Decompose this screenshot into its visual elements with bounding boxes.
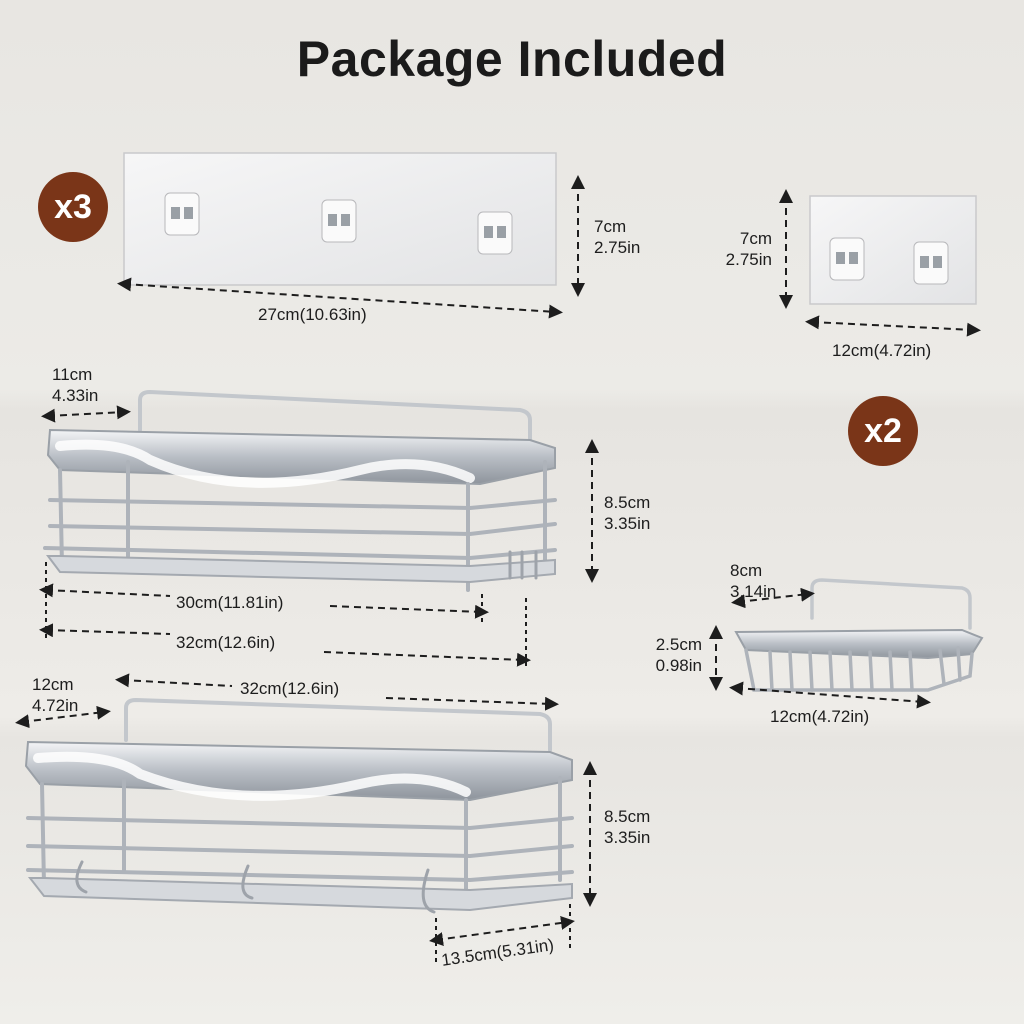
- quantity-badge-strips: x3: [38, 172, 108, 242]
- shower-caddy-basket-top: [43, 389, 557, 592]
- page-title: Package Included: [296, 31, 728, 87]
- hook-icon: [477, 211, 513, 255]
- quantity-badge-baskets: x2: [848, 396, 918, 466]
- basket2-width-label: 32cm(12.6in): [240, 679, 340, 698]
- adhesive-strip-long: [123, 152, 557, 286]
- soap-dish-depth-label: 8cm 3.14in: [730, 561, 777, 601]
- short-strip-height-label: 7cm 2.75in: [725, 229, 772, 269]
- soap-dish-width-label: 12cm(4.72in): [770, 707, 870, 726]
- basket2-height-label: 8.5cm 3.35in: [604, 807, 651, 847]
- basket2-depth-label: 12cm 4.72in: [32, 675, 79, 715]
- adhesive-strip-short: [809, 195, 977, 305]
- hook-icon: [321, 199, 357, 243]
- basket1-depth-label: 11cm 4.33in: [52, 365, 99, 405]
- hook-icon: [913, 241, 949, 285]
- basket1-inner-width-label: 30cm(11.81in): [176, 593, 284, 612]
- basket1-width-label: 32cm(12.6in): [176, 633, 276, 652]
- long-strip-width-label: 27cm(10.63in): [258, 305, 367, 324]
- soap-dish-height-label: 2.5cm 0.98in: [655, 635, 702, 675]
- hook-icon: [829, 237, 865, 281]
- long-strip-height-label: 7cm 2.75in: [594, 217, 641, 257]
- hook-icon: [164, 192, 200, 236]
- basket1-height-label: 8.5cm 3.35in: [604, 493, 651, 533]
- short-strip-width-label: 12cm(4.72in): [832, 341, 932, 360]
- shower-caddy-basket-bottom: [24, 697, 574, 914]
- dimension-lines: [15, 175, 981, 964]
